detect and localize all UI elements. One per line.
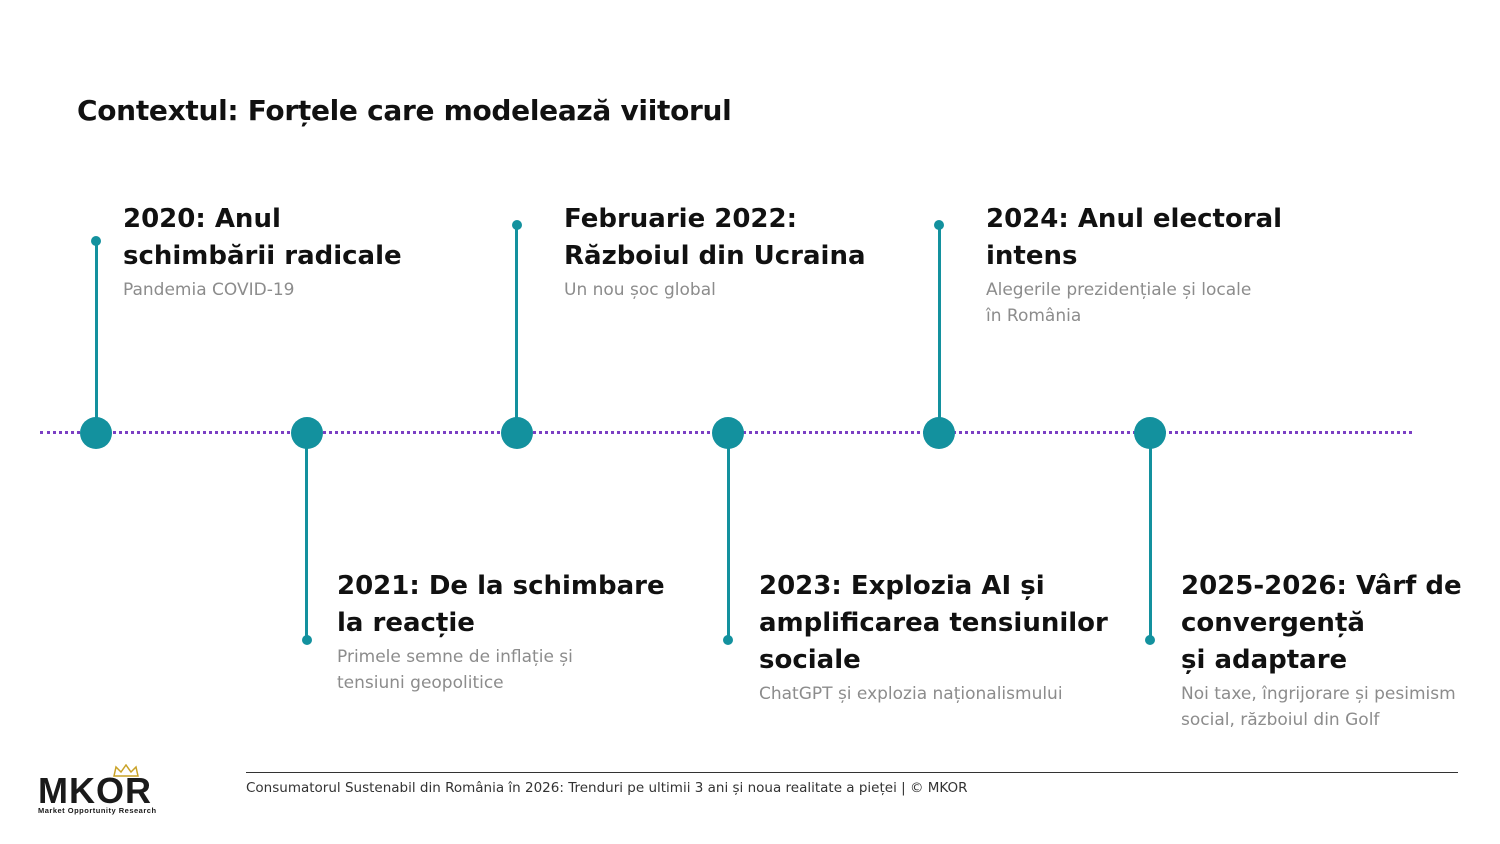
connector-dot: [91, 236, 101, 246]
connector-dot: [934, 220, 944, 230]
milestone-description: Noi taxe, îngrijorare și pesimism social…: [1181, 684, 1456, 730]
page-title: Contextul: Forțele care modelează viitor…: [77, 94, 732, 127]
milestone-description: Un nou șoc global: [564, 280, 716, 300]
footer-divider: [246, 772, 1458, 773]
connector-dot: [302, 635, 312, 645]
milestone-heading: 2021: De la schimbare la reacție: [337, 571, 665, 638]
milestone-description: Primele semne de inflație și tensiuni ge…: [337, 647, 573, 693]
milestone-heading: 2025-2026: Vârf de convergență și adapta…: [1181, 571, 1462, 675]
timeline-node: [923, 417, 955, 449]
connector-line: [95, 241, 98, 431]
milestone-card: Februarie 2022: Războiul din Ucraina Un …: [564, 201, 894, 303]
footer-text: Consumatorul Sustenabil din România în 2…: [246, 780, 968, 796]
timeline-node: [80, 417, 112, 449]
mkor-logo: MKOR Market Opportunity Research: [38, 764, 178, 816]
crown-icon: [113, 764, 139, 777]
milestone-card: 2025-2026: Vârf de convergență și adapta…: [1181, 568, 1493, 733]
milestone-card: 2023: Explozia AI și amplificarea tensiu…: [759, 568, 1119, 707]
milestone-description: ChatGPT și explozia naționalismului: [759, 684, 1063, 704]
milestone-card: 2021: De la schimbare la reacție Primele…: [337, 568, 667, 696]
milestone-card: 2020: Anul schimbării radicale Pandemia …: [123, 201, 423, 303]
connector-dot: [723, 635, 733, 645]
connector-dot: [1145, 635, 1155, 645]
connector-line: [938, 225, 941, 431]
connector-dot: [512, 220, 522, 230]
milestone-heading: 2024: Anul electoral intens: [986, 204, 1283, 271]
milestone-description: Alegerile prezidențiale și locale în Rom…: [986, 280, 1252, 326]
logo-tagline: Market Opportunity Research: [38, 806, 157, 815]
milestone-heading: 2020: Anul schimbării radicale: [123, 204, 402, 271]
milestone-description: Pandemia COVID-19: [123, 280, 295, 300]
logo-wordmark: MKOR: [38, 770, 152, 811]
connector-line: [727, 433, 730, 640]
milestone-card: 2024: Anul electoral intens Alegerile pr…: [986, 201, 1316, 329]
milestone-heading: Februarie 2022: Războiul din Ucraina: [564, 204, 866, 271]
connector-line: [515, 225, 518, 431]
timeline-node: [501, 417, 533, 449]
milestone-heading: 2023: Explozia AI și amplificarea tensiu…: [759, 571, 1108, 675]
connector-line: [1149, 433, 1152, 640]
connector-line: [305, 433, 308, 640]
